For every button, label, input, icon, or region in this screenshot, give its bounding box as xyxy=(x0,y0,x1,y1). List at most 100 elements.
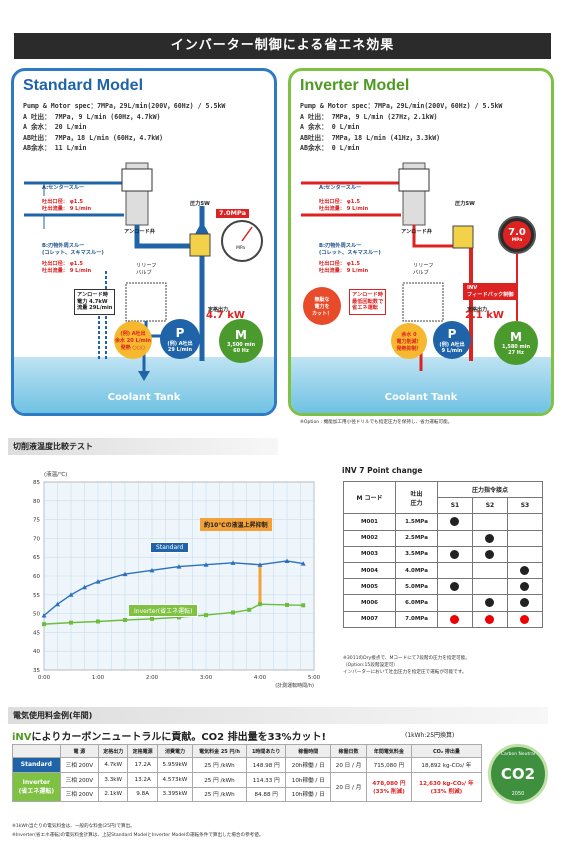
b-detail: 吐出口径： φ1.5 吐出流量： 9 L/min xyxy=(319,261,369,274)
a-line-label: A:センタースルー xyxy=(42,185,85,191)
p7-contact-cell xyxy=(437,594,473,612)
y-tick-label: 70 xyxy=(33,536,40,542)
pump-sub: (例) A吐出 29 L/min xyxy=(167,340,193,353)
gauge-display: 7.0 MPa xyxy=(503,221,531,249)
spec-line: A 余水： 0 L/min xyxy=(300,123,360,132)
motor-hz: 60 Hz xyxy=(233,348,249,354)
table-row: Standard 三相 200V 4.7kW 17.2A 5.959kW 25 … xyxy=(12,757,483,773)
standard-model-panel: Standard Model Pump & Motor spec：7MPa，29… xyxy=(11,68,277,416)
pump-circle: P (例) A吐出 9 L/min xyxy=(433,321,471,359)
surplus-circle: (例) A吐出 余水 20 L/min 発熱 ○○○ xyxy=(114,321,152,359)
energy-headline-text: によりカーボンニュートラルに貢献。CO2 排出量を33%カット! xyxy=(31,732,327,743)
p7-pressure: 7.0MPa xyxy=(395,610,438,628)
b-line-label: B:刃物外周スルー (コレット、スキマスルー) xyxy=(42,243,104,256)
p7-contact-cell xyxy=(506,545,544,563)
energy-header: 電気料金 25 円/h xyxy=(192,744,247,758)
y-axis-label: (液温/℃) xyxy=(44,470,67,478)
table-cell: 4.573kW xyxy=(156,771,194,788)
rated-label: 定格出力 xyxy=(208,307,229,313)
legend-inverter: Inverter(省エネ運転) xyxy=(128,604,199,617)
p7-contact-cell xyxy=(437,513,473,531)
p7-pressure: 6.0MPa xyxy=(395,594,438,612)
spec-line: A 吐出： 7MPa, 9 L/min (27Hz，2.1kW) xyxy=(300,112,438,121)
contact-dot xyxy=(450,517,460,527)
y-tick-label: 35 xyxy=(33,668,40,674)
table-row: 三相 200V 2.1kW 9.8A 3.395kW 25 円 /kWh 84.… xyxy=(13,786,482,803)
cut-power-circle: 無駄な 電力を カット！ xyxy=(303,287,341,325)
p7-pressure: 3.5MPa xyxy=(395,545,438,563)
p7-contact-cell xyxy=(506,594,544,612)
y-tick-label: 60 xyxy=(33,574,40,580)
inverter-cost-cut: (33% 削減) xyxy=(373,789,405,796)
table-cell: 20 日 / 月 xyxy=(330,757,368,773)
spec-line: Pump & Motor spec：7MPa，29L/min(200V，60Hz… xyxy=(300,102,503,110)
p7-header-s1: S1 xyxy=(437,497,473,515)
p7-contact-cell xyxy=(506,610,544,628)
data-point-inverter xyxy=(231,610,235,615)
relief-valve-label: リリーフ バルブ xyxy=(136,263,157,276)
standard-title: Standard Model xyxy=(23,77,144,94)
energy-header: 年間電気料金 xyxy=(366,744,412,758)
chart-annotation: 約10℃の液温上昇抑制 xyxy=(200,518,272,531)
x-tick-label: 4:00 xyxy=(254,675,267,681)
y-tick-label: 40 xyxy=(33,649,40,655)
p7-pressure: 5.0MPa xyxy=(395,578,438,596)
data-point-inverter xyxy=(204,613,208,618)
y-tick-label: 45 xyxy=(33,630,40,636)
table-cell: 25 円 /kWh xyxy=(192,786,247,803)
p7-contact-cell xyxy=(471,561,508,580)
row-label-inverter: Inverter (省エネ運転) xyxy=(12,771,61,803)
motor-rpm: 1,580 min xyxy=(501,344,531,350)
gauge-value: 7.0 xyxy=(508,227,526,238)
energy-header xyxy=(12,744,61,758)
data-point-inverter xyxy=(69,620,73,625)
table-cell: 20 日 / 月 xyxy=(330,771,368,803)
p7-pressure: 1.5MPa xyxy=(395,513,438,531)
unit-note: (1kWh:25円換算) xyxy=(405,732,455,739)
table-cell: 13.2A xyxy=(127,771,158,788)
p7-code: M006 xyxy=(343,594,396,612)
spec-line: A 吐出： 7MPa, 9 L/min (60Hz，4.7kW) xyxy=(23,112,161,121)
table-cell: 三相 200V xyxy=(59,757,99,773)
a-detail: 吐出口径： φ1.5 吐出流量： 9 L/min xyxy=(319,199,369,212)
energy-header: CO₂ 排出量 xyxy=(410,744,483,758)
p7-contact-cell xyxy=(471,610,508,628)
data-point-inverter xyxy=(42,622,46,627)
gauge-value: 7.0MPa xyxy=(216,209,249,218)
coolant-tank: Coolant Tank xyxy=(291,357,551,413)
p7-note: インバーターにおいて吐出圧力を指定圧で運転が可能です。 xyxy=(343,669,467,675)
p7-contact-cell xyxy=(437,561,473,580)
p7-contact-cell xyxy=(471,513,508,531)
inverter-co2-cell: 12,630 kg-CO₂/ 年 (33% 削減) xyxy=(410,771,483,803)
rated-label: 定格出力 xyxy=(467,307,488,313)
inverter-cost-cell: 478,080 円 (33% 削減) xyxy=(366,771,412,803)
p7-code: M005 xyxy=(343,578,396,596)
inverter-cost: 478,080 円 xyxy=(372,781,406,788)
contact-dot xyxy=(450,582,460,592)
energy-headline: iNVによりカーボンニュートラルに貢献。CO2 排出量を33%カット! xyxy=(12,728,326,743)
table-row: Inverter (省エネ運転) 三相 200V 3.3kW 13.2A 4.5… xyxy=(12,771,483,803)
data-point-standard xyxy=(203,562,209,567)
badge-main: CO2 xyxy=(500,765,536,783)
unload-valve-label: アンロード弁 xyxy=(401,229,432,235)
unload-note: アンロード時 電力 4.7kW 流量 29L/min xyxy=(74,289,116,315)
b-detail: 吐出口径： φ1.5 吐出流量： 9 L/min xyxy=(42,261,92,274)
data-point-standard xyxy=(176,564,182,569)
p7-contact-cell xyxy=(471,594,508,612)
p7-pressure: 2.5MPa xyxy=(395,529,438,547)
data-point-standard xyxy=(284,558,290,563)
badge-year: 2050 xyxy=(511,791,525,797)
data-point-standard xyxy=(230,560,236,565)
legend-standard: Standard xyxy=(150,542,190,553)
pump-sub: (例) A吐出 9 L/min xyxy=(439,341,465,354)
data-point-inverter xyxy=(150,616,154,621)
x-tick-label: 2:00 xyxy=(146,675,159,681)
p7-contact-cell xyxy=(506,529,544,547)
x-axis-label: (計測運転時間/h) xyxy=(275,682,314,689)
spec-line: AB吐出： 7MPa，18 L/min (41Hz，3.3kW) xyxy=(300,133,441,142)
y-tick-label: 80 xyxy=(33,499,40,505)
